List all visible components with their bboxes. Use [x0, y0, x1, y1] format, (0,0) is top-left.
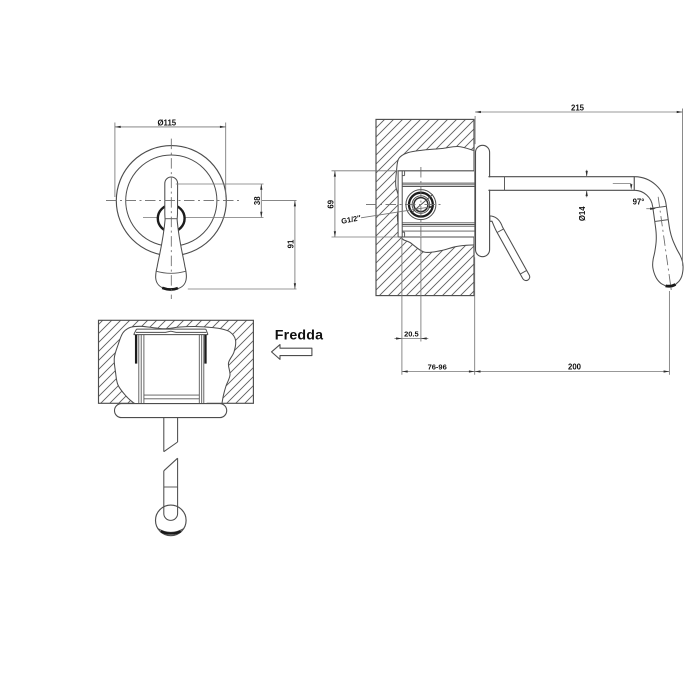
svg-text:20.5: 20.5 [404, 330, 419, 339]
svg-text:200: 200 [568, 363, 582, 372]
svg-text:G1/2″: G1/2″ [340, 213, 362, 226]
svg-text:76-96: 76-96 [428, 363, 447, 372]
svg-text:Ø115: Ø115 [157, 119, 176, 128]
svg-text:91: 91 [286, 239, 295, 248]
svg-text:215: 215 [571, 104, 585, 113]
svg-text:Ø14: Ø14 [578, 206, 587, 221]
svg-text:38: 38 [253, 196, 262, 205]
svg-text:Fredda: Fredda [275, 328, 324, 344]
svg-text:69: 69 [326, 199, 335, 208]
svg-text:97°: 97° [633, 197, 645, 206]
